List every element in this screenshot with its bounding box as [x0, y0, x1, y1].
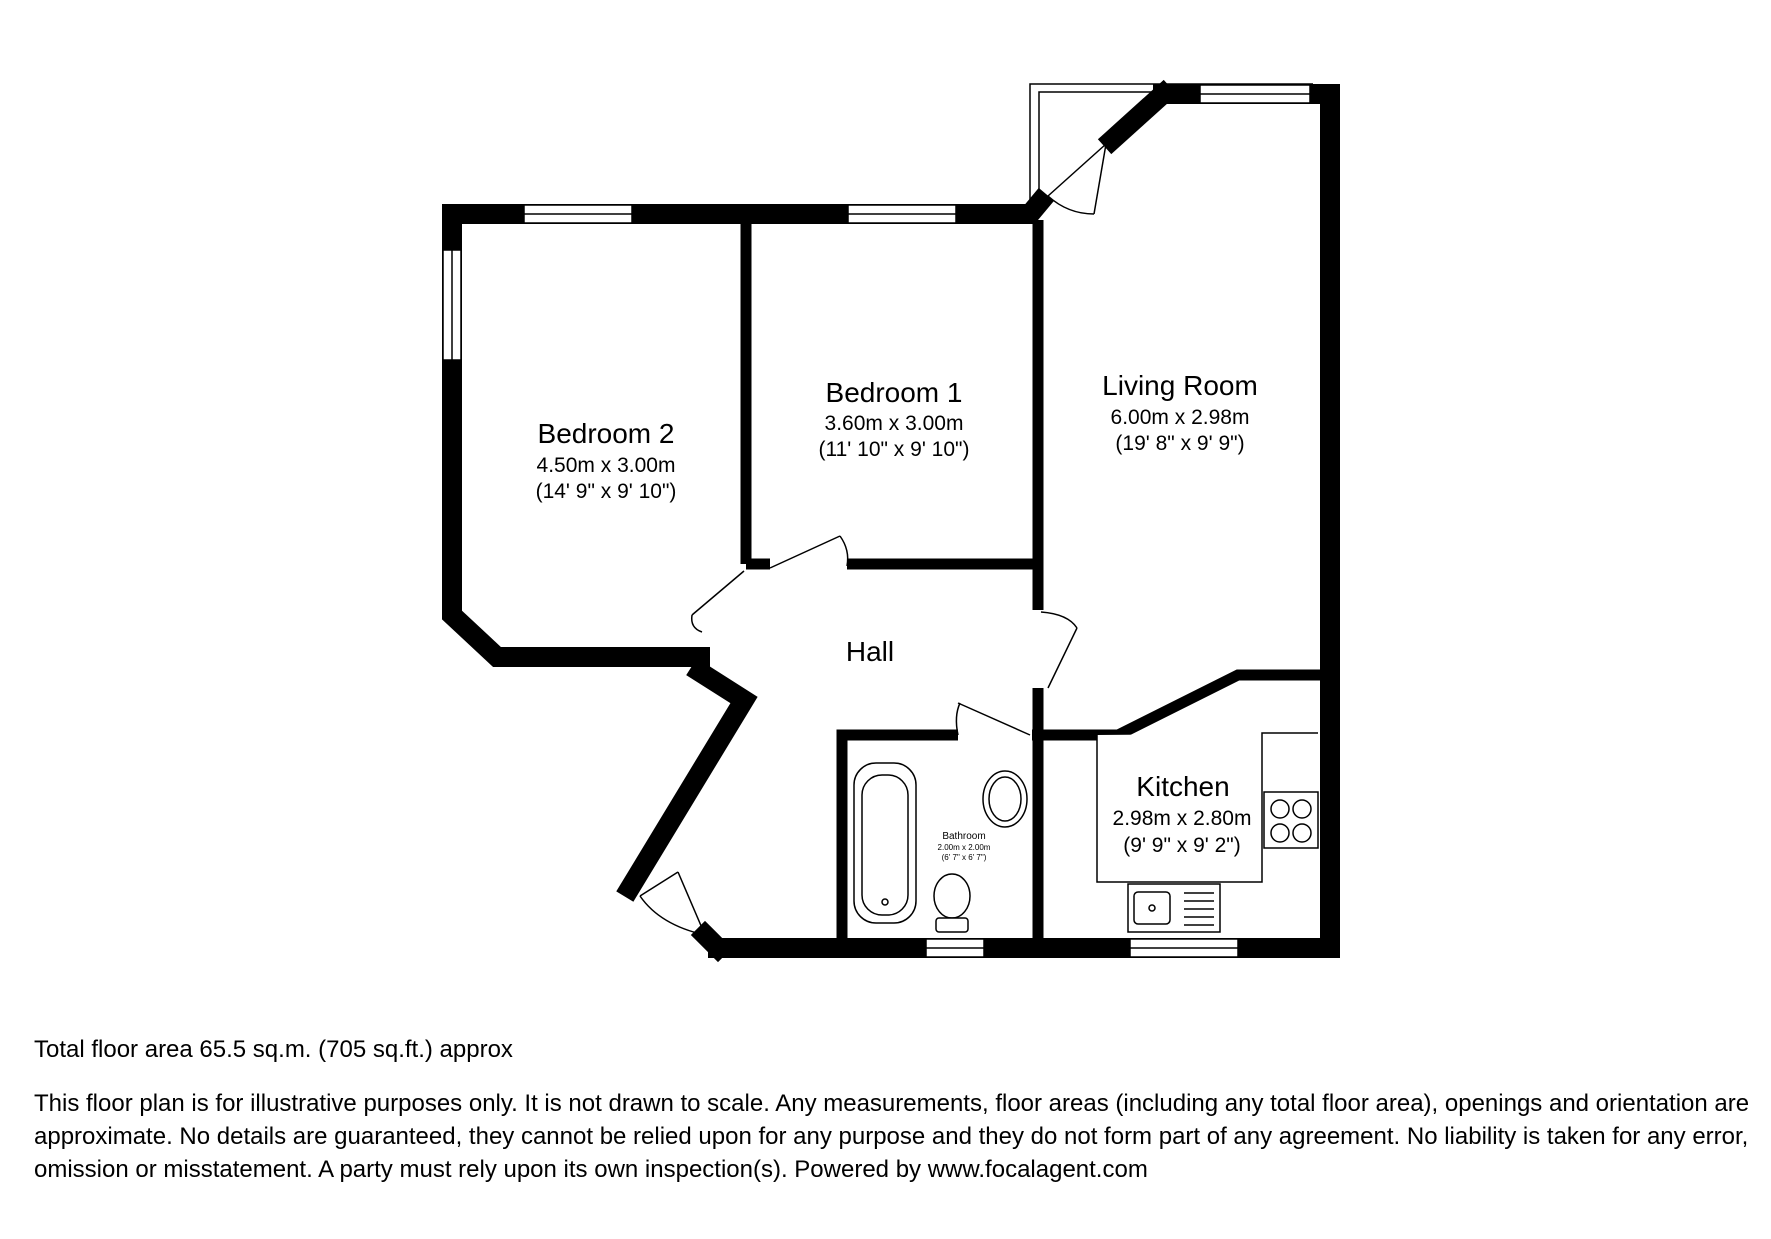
room-labels: Bedroom 2 4.50m x 3.00m (14' 9" x 9' 10"…	[536, 370, 1258, 862]
kitchen-counter	[1096, 732, 1318, 883]
living-room-imperial: (19' 8" x 9' 9")	[1115, 432, 1244, 455]
living-room-metric: 6.00m x 2.98m	[1111, 406, 1250, 429]
kitchen-fixtures	[1096, 732, 1319, 933]
bedroom2-name: Bedroom 2	[538, 418, 675, 449]
wall-kitchen-top	[1044, 669, 1326, 741]
living-room-name: Living Room	[1102, 370, 1258, 401]
wall-bedroom2-left	[442, 204, 710, 667]
wall-bathroom-left	[836, 729, 958, 948]
door-balcony	[1047, 143, 1107, 197]
interior-walls	[740, 220, 1326, 948]
disclaimer-text: This floor plan is for illustrative purp…	[34, 1090, 1750, 1183]
bathroom-imperial: (6' 7" x 6' 7")	[942, 853, 987, 862]
door-front	[639, 871, 679, 897]
bedroom1-metric: 3.60m x 3.00m	[825, 412, 964, 435]
windows	[442, 84, 1311, 958]
kitchen-imperial: (9' 9" x 9' 2")	[1123, 834, 1240, 857]
door-bedroom2	[691, 570, 745, 616]
doors	[639, 143, 1107, 936]
kitchen-name: Kitchen	[1136, 771, 1229, 802]
bathroom-fixtures	[853, 762, 1028, 933]
kitchen-metric: 2.98m x 2.80m	[1113, 807, 1252, 830]
bedroom1-imperial: (11' 10" x 9' 10")	[819, 438, 970, 461]
bedroom1-name: Bedroom 1	[826, 377, 963, 408]
wall-lower-left-end	[690, 920, 733, 963]
bathroom-name: Bathroom	[942, 831, 985, 842]
floor-plan: Bedroom 2 4.50m x 3.00m (14' 9" x 9' 10"…	[442, 79, 1340, 963]
door-bathroom	[957, 702, 1031, 736]
hall-name: Hall	[846, 636, 894, 667]
door-living	[1047, 627, 1078, 689]
toilet	[933, 873, 971, 919]
bathroom-metric: 2.00m x 2.00m	[938, 843, 991, 852]
hob	[1263, 791, 1319, 849]
wall-top	[442, 187, 1055, 224]
door-bedroom1	[769, 535, 841, 569]
bedroom2-metric: 4.50m x 3.00m	[537, 454, 676, 477]
total-floor-area: Total floor area 65.5 sq.m. (705 sq.ft.)…	[34, 1036, 513, 1063]
wall-lower-left	[616, 658, 758, 902]
bedroom2-imperial: (14' 9" x 9' 10")	[536, 480, 677, 503]
